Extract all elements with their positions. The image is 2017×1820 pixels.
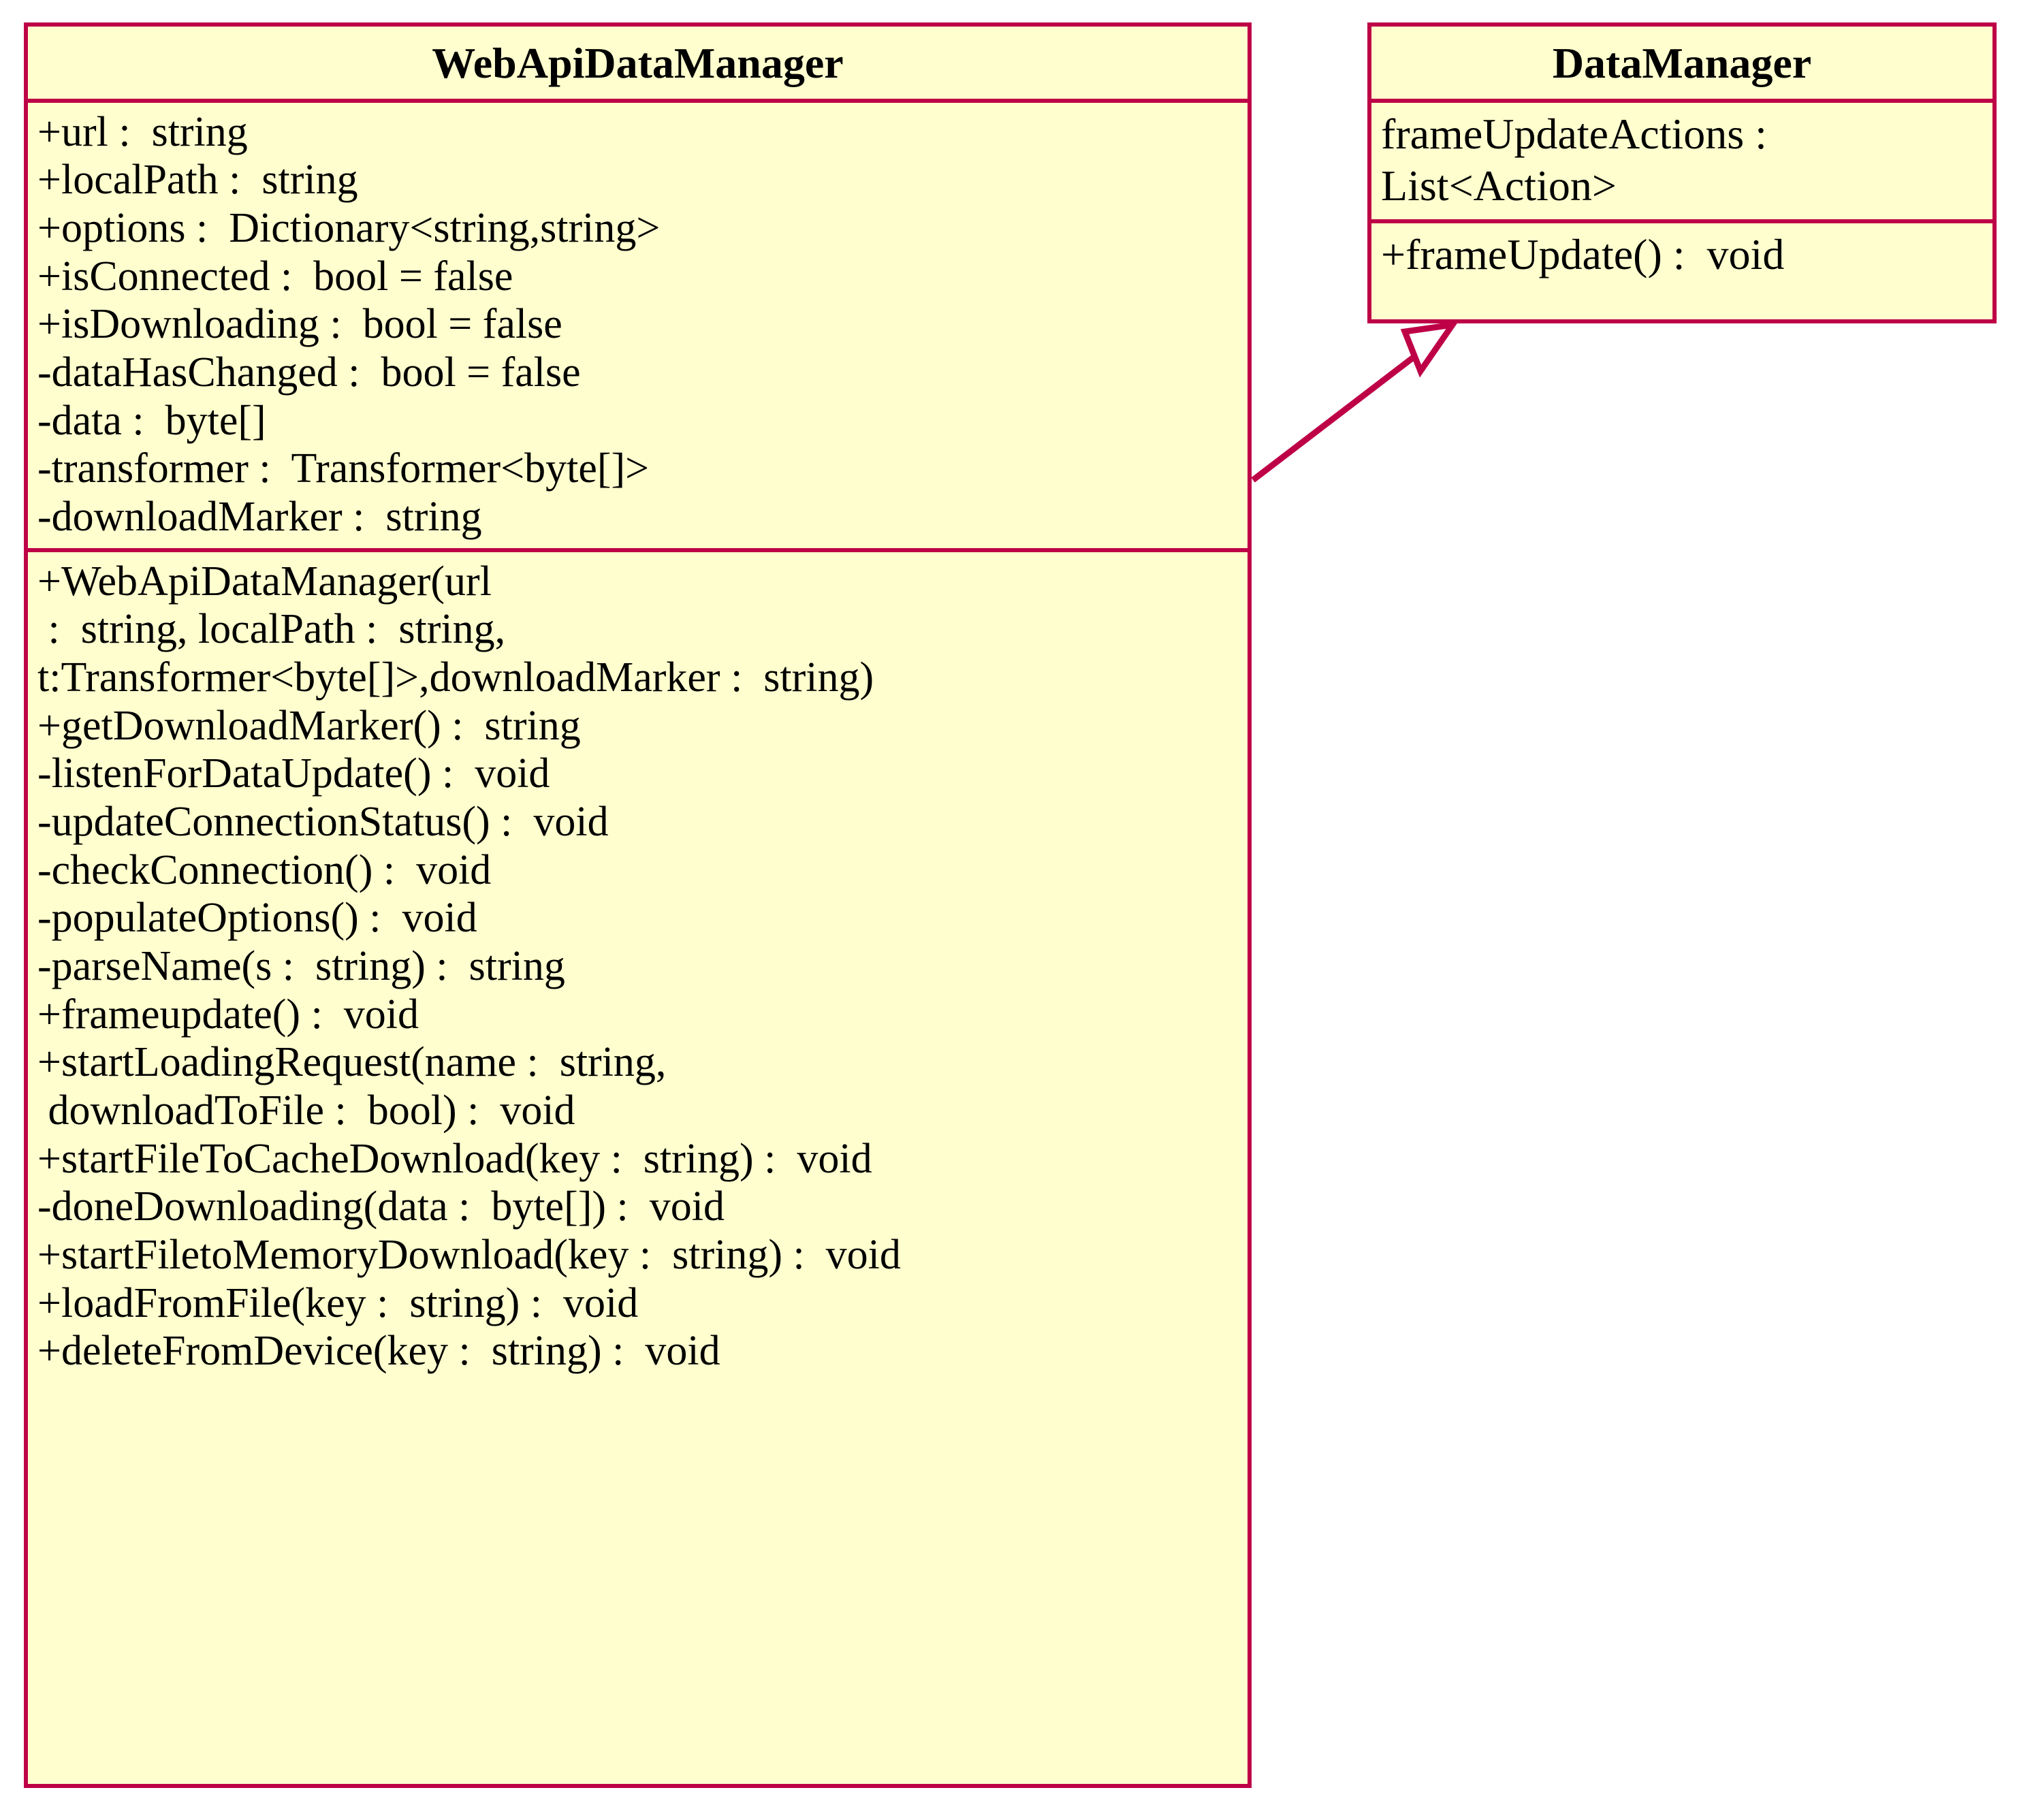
attribute-row: +url : string — [37, 108, 248, 155]
attribute-row: -transformer : Transformer<byte[]> — [37, 445, 650, 492]
method-row: -listenForDataUpdate() : void — [37, 750, 550, 797]
method-row: : string, localPath : string, — [37, 606, 506, 653]
method-row: -populateOptions() : void — [37, 895, 477, 942]
attribute-row: -dataHasChanged : bool = false — [37, 349, 581, 396]
hollow-triangle-arrowhead — [1400, 321, 1459, 378]
class-divider-attributes — [1371, 98, 1992, 103]
attributes-compartment-datamanager: frameUpdateActions : List<Action> — [1371, 103, 1992, 220]
method-row: -checkConnection() : void — [37, 846, 492, 893]
attribute-row: +isDownloading : bool = false — [37, 301, 562, 348]
class-box-datamanager[interactable]: DataManager frameUpdateActions : List<Ac… — [1367, 22, 1997, 323]
class-divider-methods — [28, 547, 1248, 552]
class-title-webapidatamanager: WebApiDataManager — [432, 39, 844, 87]
methods-compartment-datamanager: +frameUpdate() : void — [1371, 223, 1992, 288]
method-row: -updateConnectionStatus() : void — [37, 798, 609, 845]
attribute-row: +isConnected : bool = false — [37, 253, 513, 300]
class-box-webapidatamanager[interactable]: WebApiDataManager +url : string +localPa… — [24, 22, 1252, 1788]
attribute-row: List<Action> — [1381, 161, 1617, 210]
attribute-row: -data : byte[] — [37, 397, 266, 444]
class-divider-attributes — [28, 98, 1248, 103]
method-row: +frameupdate() : void — [37, 991, 419, 1038]
generalization-line — [1251, 345, 1429, 483]
attribute-row: frameUpdateActions : — [1381, 109, 1767, 158]
method-row: +startFileToCacheDownload(key : string) … — [37, 1135, 872, 1182]
method-row: +deleteFromDevice(key : string) : void — [37, 1328, 720, 1375]
method-row: +loadFromFile(key : string) : void — [37, 1279, 639, 1326]
method-row: -doneDownloading(data : byte[]) : void — [37, 1183, 725, 1230]
attribute-row: +localPath : string — [37, 157, 358, 204]
method-row: +WebApiDataManager(url — [37, 558, 492, 605]
method-row: t:Transformer<byte[]>,downloadMarker : s… — [37, 654, 874, 701]
method-row: +getDownloadMarker() : string — [37, 702, 581, 749]
attribute-row: +options : Dictionary<string,string> — [37, 204, 661, 251]
method-row: downloadToFile : bool) : void — [37, 1087, 575, 1134]
methods-compartment-webapidatamanager: +WebApiDataManager(url : string, localPa… — [28, 552, 1248, 1382]
method-row: +frameUpdate() : void — [1381, 230, 1785, 279]
attribute-row: -downloadMarker : string — [37, 493, 482, 540]
class-divider-methods — [1371, 219, 1992, 224]
method-row: -parseName(s : string) : string — [37, 942, 565, 989]
class-title-datamanager: DataManager — [1552, 39, 1812, 87]
method-row: +startFiletoMemoryDownload(key : string)… — [37, 1231, 901, 1278]
method-row: +startLoadingRequest(name : string, — [37, 1039, 667, 1086]
attributes-compartment-webapidatamanager: +url : string +localPath : string +optio… — [28, 103, 1248, 548]
